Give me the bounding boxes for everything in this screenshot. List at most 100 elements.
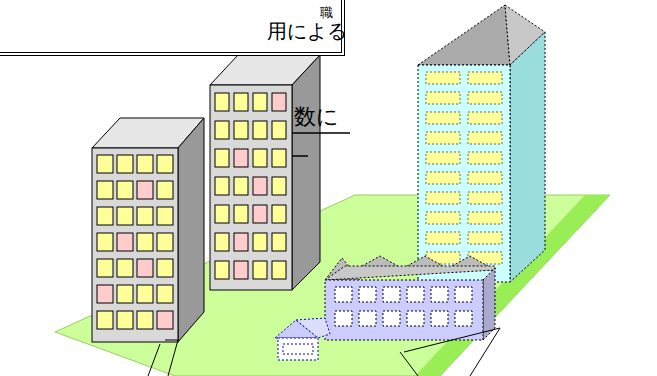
window (253, 121, 267, 139)
window (117, 207, 133, 225)
window (468, 72, 502, 84)
window (272, 261, 286, 279)
window (215, 261, 229, 279)
window (157, 155, 173, 173)
window (157, 311, 173, 329)
window (468, 172, 502, 184)
middle-building (210, 55, 320, 290)
window (97, 311, 113, 329)
window (234, 93, 248, 111)
window-grid (97, 155, 173, 329)
window (272, 205, 286, 223)
window (234, 261, 248, 279)
window (117, 311, 133, 329)
window (117, 155, 133, 173)
window (215, 149, 229, 167)
window (253, 205, 267, 223)
planned-low-building (325, 256, 495, 340)
window (431, 287, 448, 302)
window (283, 344, 313, 354)
window (468, 192, 502, 204)
window (272, 233, 286, 251)
window (253, 233, 267, 251)
window (426, 192, 460, 204)
box-text: 用による (267, 18, 347, 45)
window (359, 311, 376, 326)
window (215, 121, 229, 139)
window (215, 177, 229, 195)
window (137, 311, 153, 329)
window (468, 212, 502, 224)
callout-tail (148, 344, 160, 376)
window (137, 207, 153, 225)
window (426, 152, 460, 164)
window (468, 92, 502, 104)
window (272, 93, 286, 111)
window (215, 233, 229, 251)
window (137, 259, 153, 277)
window (157, 259, 173, 277)
window (253, 149, 267, 167)
window (426, 132, 460, 144)
window (117, 233, 133, 251)
window (426, 112, 460, 124)
window (234, 149, 248, 167)
window (468, 152, 502, 164)
window (137, 285, 153, 303)
callout-tail (165, 340, 178, 376)
window (426, 212, 460, 224)
window (234, 205, 248, 223)
window (97, 233, 113, 251)
window (426, 72, 460, 84)
window (455, 287, 472, 302)
window (431, 311, 448, 326)
window (272, 177, 286, 195)
window-grid (283, 344, 313, 354)
window (407, 287, 424, 302)
window (157, 207, 173, 225)
window (97, 181, 113, 199)
window (426, 232, 460, 244)
underline (292, 132, 350, 134)
window (253, 93, 267, 111)
planned-tower (418, 5, 545, 282)
window (468, 132, 502, 144)
window (468, 232, 502, 244)
window-grid (426, 72, 502, 264)
window (215, 93, 229, 111)
planned-house (275, 318, 330, 360)
note-text: 数に (294, 102, 339, 132)
window (272, 149, 286, 167)
window (157, 285, 173, 303)
window (359, 287, 376, 302)
window (272, 121, 286, 139)
left-building (92, 118, 204, 342)
window (117, 259, 133, 277)
window (137, 233, 153, 251)
window (117, 285, 133, 303)
window (253, 177, 267, 195)
window (426, 172, 460, 184)
window (335, 287, 352, 302)
window (426, 92, 460, 104)
window (253, 261, 267, 279)
window (215, 205, 229, 223)
window (455, 311, 472, 326)
callout-tail (400, 352, 418, 376)
window (234, 121, 248, 139)
window-grid (215, 93, 286, 279)
window (157, 181, 173, 199)
window (97, 259, 113, 277)
window (234, 233, 248, 251)
window (137, 181, 153, 199)
window (97, 207, 113, 225)
window (335, 311, 352, 326)
window (117, 181, 133, 199)
window (234, 177, 248, 195)
window (383, 311, 400, 326)
window (97, 155, 113, 173)
text-box: 職用による (0, 0, 345, 56)
window (383, 287, 400, 302)
window (407, 311, 424, 326)
